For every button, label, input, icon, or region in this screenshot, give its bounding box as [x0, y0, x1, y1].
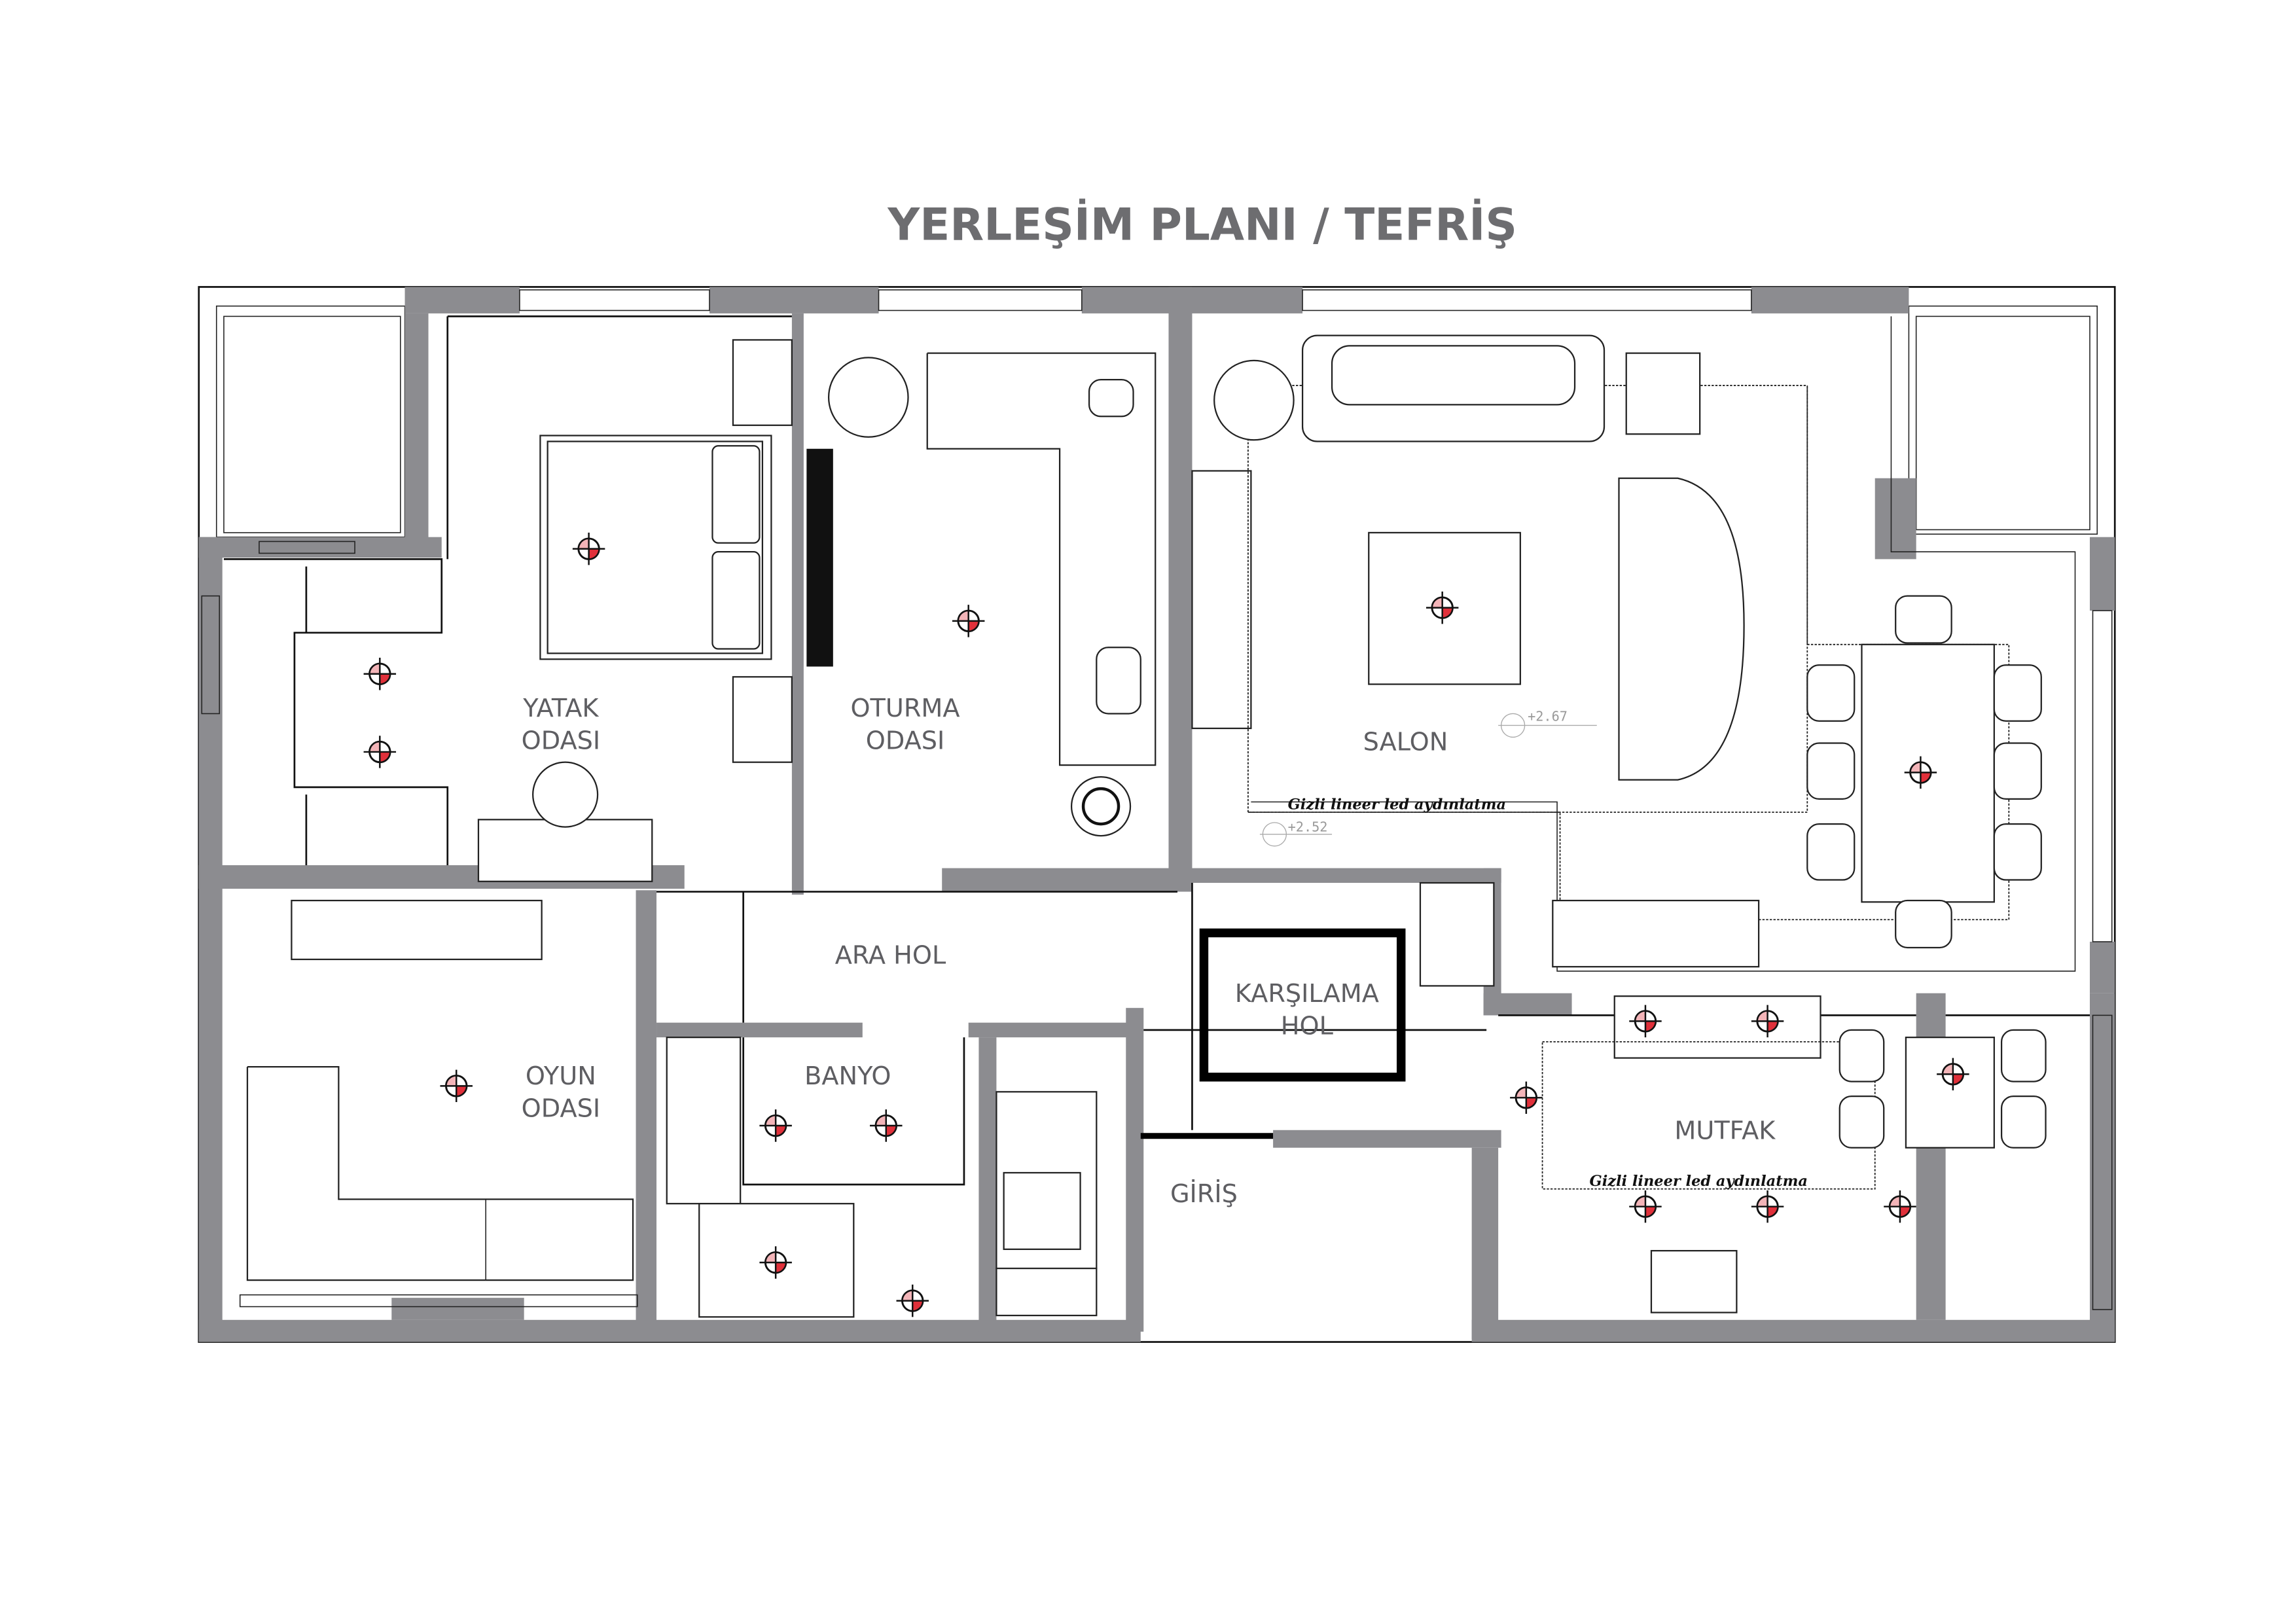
light-fixture-icon [1884, 1190, 1916, 1223]
elevation-mark-salon-perimeter: +2.52 [1259, 819, 1333, 847]
ceiling-lights [363, 532, 1969, 1317]
light-fixture-icon [1937, 1058, 1969, 1091]
room-label-salon: SALON [1363, 728, 1448, 757]
room-label-giris: GİRİŞ [1170, 1179, 1238, 1209]
light-fixture-icon [870, 1109, 903, 1142]
windows [201, 289, 2113, 1310]
dining-chairs [1806, 595, 2047, 1149]
elevation-mark-salon-ceiling: +2.67 [1498, 709, 1597, 738]
light-fixture-icon [1510, 1081, 1543, 1115]
walls [198, 287, 2115, 1342]
light-fixture-icon [952, 605, 985, 637]
light-fixture-icon [440, 1069, 473, 1103]
room-label-mutfak: MUTFAK [1674, 1116, 1776, 1145]
led-annotation-mutfak: Gizli lineer led aydınlatma [1590, 1173, 1808, 1190]
light-fixture-icon [363, 736, 397, 768]
outer-outline [198, 286, 2116, 1343]
light-fixture-icon [1426, 591, 1459, 624]
light-fixture-icon [1629, 1005, 1662, 1038]
light-fixture-icon [896, 1284, 929, 1317]
salon-furniture [1213, 316, 2076, 972]
light-fixture-icon [1629, 1190, 1662, 1223]
light-fixture-icon [363, 658, 397, 690]
led-annotation-salon: Gizli lineer led aydınlatma [1288, 796, 1506, 813]
light-fixture-icon [1904, 756, 1937, 789]
light-fixture-icon [759, 1109, 792, 1142]
light-fixture-icon [1751, 1005, 1784, 1038]
corner-sofa [827, 352, 1157, 837]
light-fixture-icon [759, 1246, 792, 1279]
room-label-ara-hol: ARA HOL [835, 942, 946, 971]
light-fixture-icon [572, 532, 605, 565]
bed [539, 435, 772, 660]
elevation-label: +2.67 [1528, 709, 1568, 724]
light-fixture-icon [1751, 1190, 1784, 1223]
partitions [223, 315, 2090, 1318]
plan-title: YERLEŞİM PLANI / TEFRİŞ [887, 198, 1517, 250]
elevation-label: +2.52 [1288, 819, 1328, 834]
room-label-banyo: BANYO [804, 1062, 891, 1091]
